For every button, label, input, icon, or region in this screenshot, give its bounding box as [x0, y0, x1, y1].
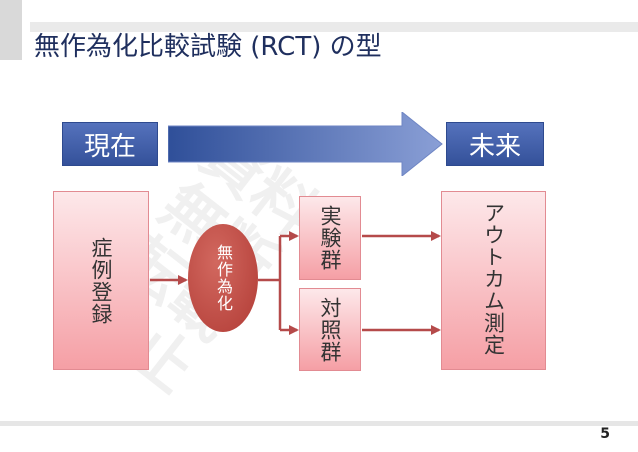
- timeline-arrow-icon: [168, 112, 443, 176]
- case-registration-label: 症例登録: [89, 236, 113, 325]
- experiment-group-label: 実験群: [318, 205, 342, 271]
- timeline-now-label: 現在: [83, 131, 136, 162]
- experiment-group-box: 実験群: [299, 196, 361, 280]
- case-registration-box: 症例登録: [53, 191, 149, 370]
- footer-rule: [0, 421, 638, 426]
- timeline-future-box: 未来: [446, 122, 544, 166]
- randomization-label: 無作為化: [214, 244, 233, 312]
- corner-accent: [0, 0, 22, 60]
- outcome-measurement-label: アウトカム測定: [481, 202, 506, 356]
- page-number: 5: [600, 426, 610, 442]
- randomization-node: 無作為化: [188, 224, 258, 332]
- control-group-box: 対照群: [299, 288, 361, 371]
- timeline-now-box: 現在: [62, 122, 158, 166]
- control-group-label: 対照群: [318, 296, 342, 363]
- title-rule: [30, 22, 638, 32]
- timeline-future-label: 未来: [468, 131, 521, 162]
- slide-title: 無作為化比較試験 (RCT) の型: [34, 32, 382, 62]
- outcome-measurement-box: アウトカム測定: [441, 191, 546, 370]
